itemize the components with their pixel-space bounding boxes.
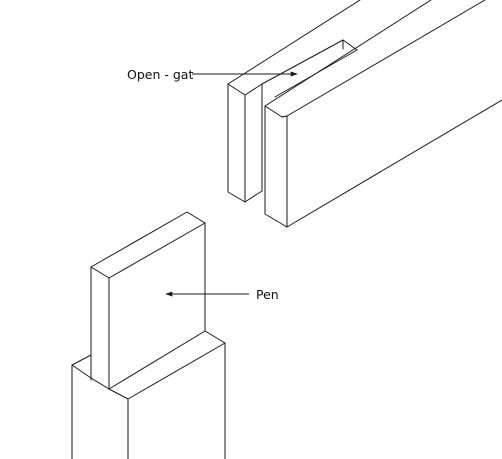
label-tenon: Pen — [256, 287, 279, 302]
tenon-piece — [71, 211, 226, 459]
slot-left-cheek — [227, 0, 361, 203]
tenon-tongue — [90, 211, 206, 390]
tenon-board — [71, 330, 226, 459]
slot-right-cheek — [264, 0, 502, 228]
label-slot: Open - gat — [127, 67, 193, 82]
slot-opening — [261, 39, 358, 98]
slotted-piece — [227, 0, 502, 228]
label-slot-group: Open - gat — [127, 67, 298, 82]
label-tenon-group: Pen — [165, 287, 279, 302]
